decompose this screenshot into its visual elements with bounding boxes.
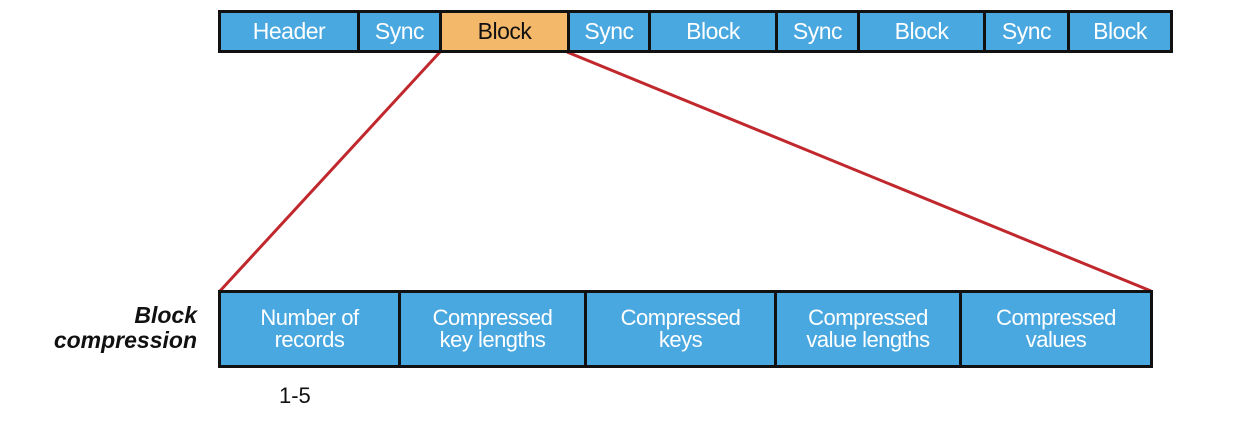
- compressed-values-segment: Compressed values: [962, 293, 1150, 365]
- zoom-line-left: [218, 50, 442, 293]
- highlighted-block-segment: Block: [442, 13, 570, 50]
- file-structure-strip: Header Sync Block Sync Block Sync Block …: [218, 10, 1173, 53]
- block-segment: Block: [651, 13, 778, 50]
- header-segment: Header: [221, 13, 360, 50]
- number-of-records-segment: Number of records: [221, 293, 401, 365]
- sync-segment: Sync: [570, 13, 651, 50]
- sync-segment: Sync: [778, 13, 860, 50]
- compressed-value-lengths-segment: Compressed value lengths: [777, 293, 962, 365]
- compressed-key-lengths-segment: Compressed key lengths: [401, 293, 587, 365]
- zoom-line-right: [566, 50, 1152, 293]
- compressed-keys-segment: Compressed keys: [587, 293, 777, 365]
- block-segment: Block: [1070, 13, 1170, 50]
- sync-segment: Sync: [360, 13, 442, 50]
- block-detail-strip: Number of records Compressed key lengths…: [218, 290, 1153, 368]
- records-range-label: 1-5: [279, 383, 311, 408]
- block-compression-label: Block compression: [53, 302, 197, 353]
- sync-segment: Sync: [986, 13, 1070, 50]
- block-segment: Block: [860, 13, 986, 50]
